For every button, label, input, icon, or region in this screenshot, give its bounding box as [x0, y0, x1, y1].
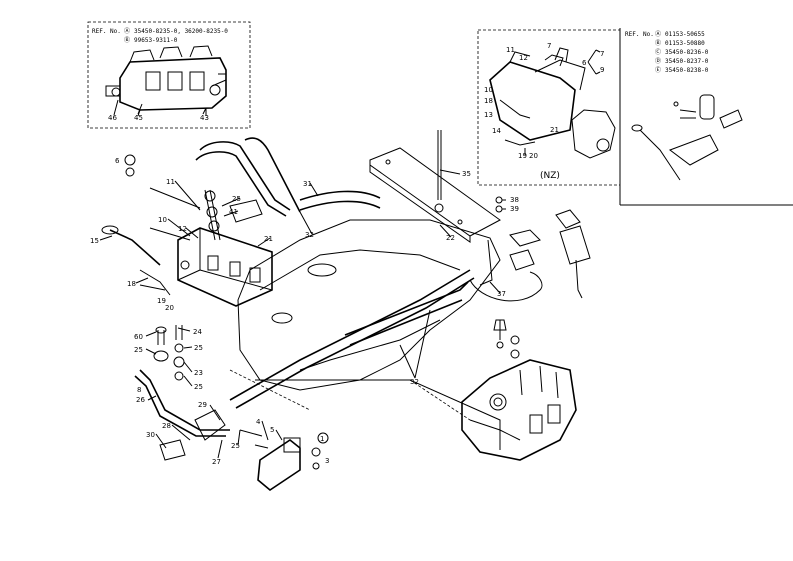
- callout-19: 19: [157, 297, 166, 305]
- tractor-platform: [237, 219, 501, 391]
- nz-callout-7a: 7: [547, 42, 551, 50]
- nz-callout-10: 10: [484, 86, 493, 94]
- nz-callout-12: 12: [519, 54, 528, 62]
- nz-callout-19: 19: [518, 152, 527, 160]
- callout-8: 8: [137, 386, 141, 394]
- callout-22: 22: [446, 234, 455, 242]
- hose-31: [299, 190, 381, 201]
- callout-3: 3: [325, 457, 329, 465]
- nz-callout-18: 18: [484, 97, 493, 105]
- callout-32-lower: 32: [410, 378, 419, 386]
- inset-right-ref-d: 35450-8237-0: [665, 58, 709, 65]
- callout-31: 31: [303, 180, 312, 188]
- cover-plate: [369, 147, 501, 237]
- inset-top-ref-b: 99653-9311-0: [134, 37, 178, 44]
- nz-callout-21: 21: [550, 126, 559, 134]
- nz-callout-11: 11: [506, 46, 515, 54]
- inset-nz-frame: [477, 29, 621, 186]
- callout-27: 27: [212, 458, 221, 466]
- inset-top-valve-block: [105, 45, 227, 117]
- inset-right-ref-c: 35450-8236-0: [665, 49, 709, 56]
- callout-10: 10: [158, 216, 167, 224]
- callout-5: 5: [270, 426, 274, 434]
- inset-right-ref-mark-e: Ⓔ: [655, 66, 661, 74]
- nz-callout-6: 6: [582, 59, 587, 67]
- inset-right-frame: [619, 28, 793, 206]
- inset-right-ref-mark-d: Ⓓ: [655, 57, 661, 65]
- rear-housing: [461, 359, 577, 461]
- nz-callout-9: 9: [600, 66, 604, 74]
- pipe-a: [229, 269, 471, 401]
- callout-25-b: 25: [134, 346, 143, 354]
- inset-top-left-frame: [87, 21, 251, 129]
- main-assembly: [101, 130, 591, 491]
- callout-37: 37: [497, 290, 506, 298]
- callout-15: 15: [90, 237, 99, 245]
- inset-right-ref-mark-c: Ⓒ: [655, 48, 661, 56]
- inset-top-ref-mark-a: Ⓐ: [124, 27, 130, 35]
- callout-46: 46: [108, 114, 117, 122]
- callout-4: 4: [256, 418, 261, 426]
- inset-top-ref-mark-b: Ⓑ: [124, 36, 130, 44]
- main-callouts: 6 11 25 41 10 12 15 21 18 19 20 31 32 35…: [90, 154, 519, 466]
- callout-28: 28: [162, 422, 171, 430]
- inset-nz-label: (NZ): [540, 171, 560, 181]
- callout-26: 26: [136, 396, 145, 404]
- inset-right-ref-a: 01153-50655: [665, 31, 705, 38]
- inset-nz: (NZ) 11 7 12 6 7 9 10 18 13 14 21 19 20: [477, 29, 621, 186]
- callout-25-top: 25: [232, 195, 241, 203]
- callout-12: 12: [178, 225, 187, 233]
- callout-43: 43: [200, 114, 209, 122]
- callout-23: 23: [194, 369, 203, 377]
- callout-30: 30: [146, 431, 155, 439]
- callout-38: 38: [510, 196, 519, 204]
- inset-top-left: REF. No. Ⓐ 35450-8235-0, 36200-8235-0 Ⓑ …: [87, 21, 251, 129]
- callout-20: 20: [165, 304, 174, 312]
- inset-right-ref-mark-a: Ⓐ: [655, 30, 661, 38]
- callout-25-c: 25: [194, 344, 203, 352]
- callout-25-d: 25: [194, 383, 203, 391]
- callout-41: 41: [229, 208, 238, 216]
- control-valve-assembly: [149, 187, 273, 307]
- callout-29: 29: [198, 401, 207, 409]
- inset-top-ref-prefix: REF. No.: [92, 28, 121, 35]
- inset-right: REF. No. Ⓐ 01153-50655 Ⓑ 01153-50880 Ⓒ 3…: [619, 28, 793, 206]
- callout-6: 6: [115, 157, 120, 165]
- inset-right-lever-assembly: [631, 94, 743, 181]
- callout-25-e: 25: [231, 442, 240, 450]
- callout-11: 11: [166, 178, 175, 186]
- callout-18: 18: [127, 280, 136, 288]
- inset-right-ref-b: 01153-50880: [665, 40, 705, 47]
- inset-top-ref-a: 35450-8235-0, 36200-8235-0: [134, 28, 228, 35]
- callout-1: 1: [320, 435, 324, 443]
- callout-24: 24: [193, 328, 202, 336]
- nz-callout-14: 14: [492, 127, 501, 135]
- inset-right-ref-prefix: REF. No.: [625, 31, 654, 38]
- inset-right-ref-e: 35450-8238-0: [665, 67, 709, 74]
- control-lever: [109, 229, 161, 266]
- callout-32-upper: 32: [305, 231, 314, 239]
- nz-callout-13: 13: [484, 111, 493, 119]
- nz-callout-20: 20: [529, 152, 538, 160]
- lower-valve: [257, 439, 301, 491]
- callout-39: 39: [510, 205, 519, 213]
- inset-right-ref-mark-b: Ⓑ: [655, 39, 661, 47]
- callout-60: 60: [134, 333, 143, 341]
- callout-45: 45: [134, 114, 143, 122]
- nz-valve: [489, 61, 576, 141]
- callout-35: 35: [462, 170, 471, 178]
- nz-callout-7b: 7: [600, 50, 604, 58]
